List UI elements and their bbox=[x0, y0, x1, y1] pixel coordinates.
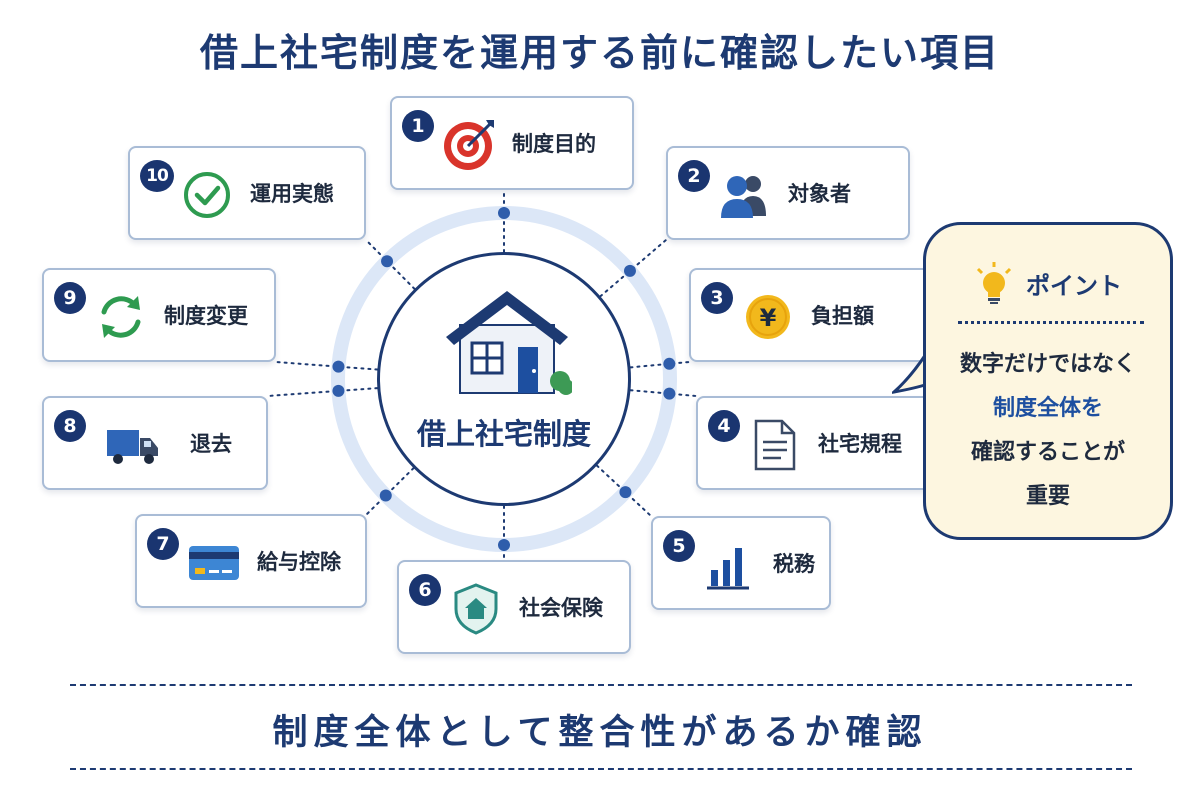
item-card-6: 6 社会保険 bbox=[397, 560, 631, 654]
conclusion-text: 制度全体として整合性があるか確認 bbox=[272, 713, 928, 753]
house-icon bbox=[446, 291, 572, 395]
connector-dot-9 bbox=[332, 360, 345, 373]
number-badge: 3 bbox=[701, 282, 733, 314]
bar-chart-icon bbox=[707, 548, 749, 590]
number-badge: 9 bbox=[54, 282, 86, 314]
point-callout: ポイント 数字だけではなく 制度全体を 確認することが 重要 bbox=[923, 222, 1173, 540]
item-label: 制度目的 bbox=[512, 132, 596, 156]
connector-line-8 bbox=[267, 387, 379, 397]
item-card-3: 3 ¥ 負担額 bbox=[689, 268, 933, 362]
divider-top bbox=[70, 684, 1132, 686]
item-label: 対象者 bbox=[788, 182, 851, 206]
number-badge: 2 bbox=[678, 160, 710, 192]
hub-label: 借上社宅制度 bbox=[416, 417, 591, 451]
connector-dot-7 bbox=[379, 489, 392, 502]
truck-icon bbox=[107, 430, 158, 464]
item-card-10: 10 運用実態 bbox=[128, 146, 366, 240]
people-icon bbox=[721, 176, 766, 218]
hub-circle: 借上社宅制度 bbox=[377, 252, 631, 506]
yen-coin-icon: ¥ bbox=[746, 295, 790, 339]
point-title: ポイント bbox=[1026, 271, 1122, 300]
number-badge: 4 bbox=[708, 410, 740, 442]
connector-dot-5 bbox=[619, 486, 632, 499]
connector-dot-8 bbox=[332, 384, 345, 397]
item-label: 給与控除 bbox=[257, 550, 341, 574]
divider-bottom bbox=[70, 768, 1132, 770]
lightbulb-icon bbox=[976, 262, 1012, 304]
point-line-3: 確認することが bbox=[970, 440, 1125, 465]
refresh-icon bbox=[101, 296, 141, 338]
connector-line-9 bbox=[275, 361, 379, 371]
item-label: 運用実態 bbox=[250, 182, 334, 206]
item-label: 制度変更 bbox=[164, 304, 248, 328]
page-title: 借上社宅制度を運用する前に確認したい項目 bbox=[199, 31, 1000, 75]
item-label: 税務 bbox=[773, 552, 815, 576]
item-label: 退去 bbox=[190, 432, 232, 456]
spokes bbox=[267, 189, 697, 561]
number-badge: 6 bbox=[409, 574, 441, 606]
connector-line-3 bbox=[629, 361, 690, 369]
connector-dot-2 bbox=[623, 264, 636, 277]
credit-card-icon bbox=[189, 546, 239, 580]
point-body: 数字だけではなく 制度全体を 確認することが 重要 bbox=[926, 343, 1170, 519]
number-badge: 10 bbox=[140, 160, 174, 192]
number-badge: 5 bbox=[663, 530, 695, 562]
shield-home-icon bbox=[454, 583, 498, 635]
connector-dot-3 bbox=[663, 357, 676, 370]
item-card-4: 4 社宅規程 bbox=[696, 396, 940, 490]
connector-dot-6 bbox=[498, 539, 510, 551]
svg-text:¥: ¥ bbox=[760, 304, 777, 332]
point-line-2: 制度全体を bbox=[992, 396, 1103, 421]
point-header: ポイント bbox=[926, 261, 1170, 305]
item-label: 社宅規程 bbox=[818, 432, 902, 456]
item-card-5: 5 税務 bbox=[651, 516, 831, 610]
number-badge: 7 bbox=[147, 528, 179, 560]
point-divider bbox=[958, 321, 1144, 324]
point-line-4: 重要 bbox=[1025, 484, 1070, 509]
point-line-1: 数字だけではなく bbox=[959, 352, 1136, 377]
item-card-7: 7 給与控除 bbox=[135, 514, 367, 608]
document-icon bbox=[754, 419, 796, 471]
callout-tail bbox=[892, 353, 929, 394]
check-circle-icon bbox=[184, 172, 230, 218]
connector-dot-1 bbox=[498, 207, 510, 219]
item-label: 社会保険 bbox=[519, 596, 603, 620]
item-label: 負担額 bbox=[811, 304, 874, 328]
item-card-8: 8 退去 bbox=[42, 396, 268, 490]
item-card-2: 2 対象者 bbox=[666, 146, 910, 240]
connector-dot-10 bbox=[381, 255, 394, 268]
number-badge: 1 bbox=[402, 110, 434, 142]
connector-dot-4 bbox=[663, 387, 676, 400]
item-card-9: 9 制度変更 bbox=[42, 268, 276, 362]
target-icon bbox=[444, 120, 494, 170]
item-card-1: 1 制度目的 bbox=[390, 96, 634, 190]
number-badge: 8 bbox=[54, 410, 86, 442]
